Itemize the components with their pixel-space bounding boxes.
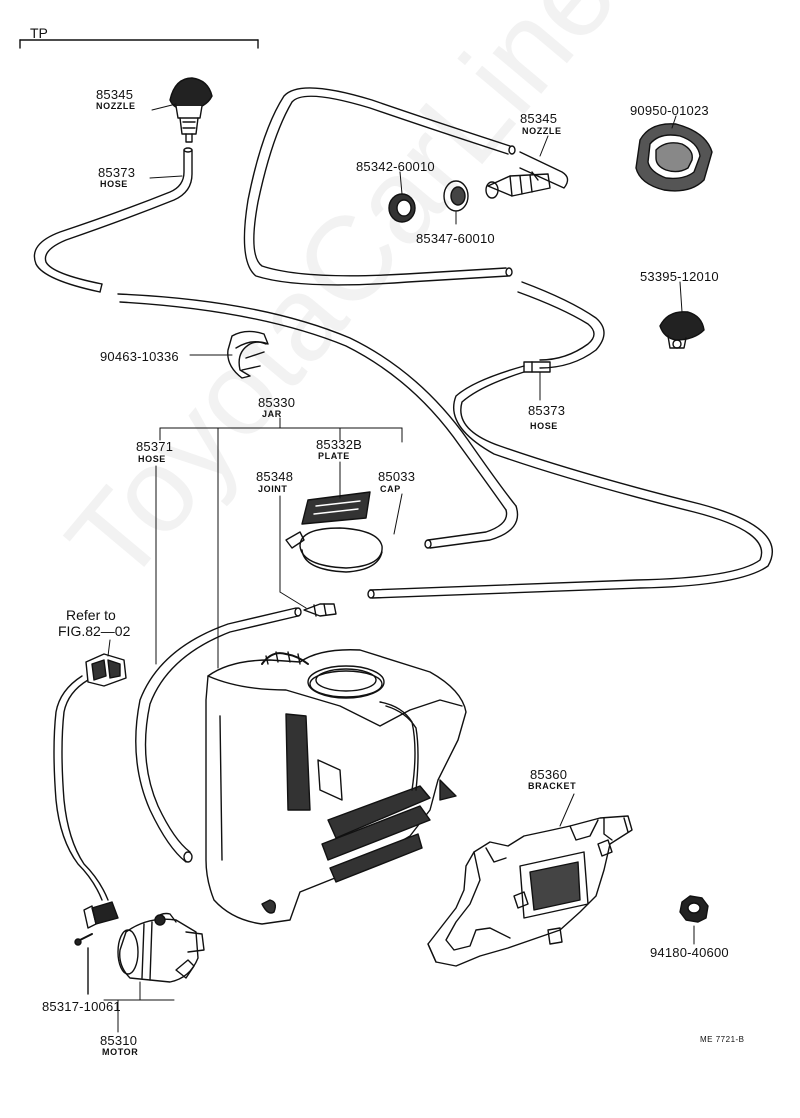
screw-drawing xyxy=(74,933,93,995)
label-hose-left-name: HOSE xyxy=(100,179,128,189)
label-grommet-number: 90950-01023 xyxy=(630,103,709,118)
label-cap-number: 85033 xyxy=(378,469,416,484)
nozzle-left-drawing xyxy=(169,77,213,143)
footer-code: ME 7721-B xyxy=(700,1035,745,1044)
motor-drawing xyxy=(117,912,205,983)
hose-right-drawing xyxy=(367,281,773,599)
label-hose-main-name: HOSE xyxy=(138,454,166,464)
label-hose-right-name: HOSE xyxy=(530,421,558,431)
hose-lower-drawing xyxy=(117,293,519,549)
label-plate-number: 85332B xyxy=(316,437,363,452)
label-screw-number: 85317-10061 xyxy=(42,999,121,1014)
grommet-drawing xyxy=(635,123,713,192)
nozzle-right-drawing xyxy=(485,151,569,199)
nozzle-alt-drawing xyxy=(659,311,705,349)
label-bracket-number: 85360 xyxy=(530,767,568,782)
label-jar-number: 85330 xyxy=(258,395,296,410)
nut-drawing xyxy=(679,895,709,923)
label-motor-name: MOTOR xyxy=(102,1047,139,1057)
cap-drawing xyxy=(285,527,383,573)
label-joint-number: 85348 xyxy=(256,469,294,484)
ref-connector-drawing xyxy=(85,653,127,687)
label-hose-right-number: 85373 xyxy=(528,403,566,418)
label-nozzle-right-name: NOZZLE xyxy=(522,126,562,136)
label-nut-number: 94180-40600 xyxy=(650,945,729,960)
motor-connector-drawing xyxy=(53,675,119,929)
label-cap-name: CAP xyxy=(380,484,401,494)
plate-drawing xyxy=(301,491,371,525)
label-clamp-number: 90463-10336 xyxy=(100,349,179,364)
leader-lines xyxy=(103,103,695,1033)
reference-line-2: FIG.82—02 xyxy=(58,623,131,639)
packing-a-drawing xyxy=(388,193,416,223)
label-nozzle-alt-number: 53395-12010 xyxy=(640,269,719,284)
label-plate-name: PLATE xyxy=(318,451,350,461)
label-nozzle-right-number: 85345 xyxy=(520,111,558,126)
label-jar-name: JAR xyxy=(262,409,282,419)
label-hose-left-number: 85373 xyxy=(98,165,136,180)
label-packing-a-number: 85342-60010 xyxy=(356,159,435,174)
packing-b-drawing xyxy=(443,180,469,212)
header-code: TP xyxy=(30,25,48,41)
jar-drawing xyxy=(205,649,467,925)
reference-line-1: Refer to xyxy=(66,607,116,623)
header-bracket-line xyxy=(19,39,259,49)
hose-left-drawing xyxy=(33,147,193,293)
label-packing-b-number: 85347-60010 xyxy=(416,231,495,246)
bracket-drawing xyxy=(427,815,633,967)
hose-main-drawing xyxy=(135,607,302,863)
label-bracket-name: BRACKET xyxy=(528,781,577,791)
label-motor-number: 85310 xyxy=(100,1033,138,1048)
label-hose-main-number: 85371 xyxy=(136,439,174,454)
label-nozzle-left-name: NOZZLE xyxy=(96,101,136,111)
label-nozzle-left-number: 85345 xyxy=(96,87,134,102)
joint-drawing xyxy=(303,603,337,617)
clamp-drawing xyxy=(227,330,269,379)
label-joint-name: JOINT xyxy=(258,484,288,494)
hose-upper-loop-drawing xyxy=(243,87,516,286)
